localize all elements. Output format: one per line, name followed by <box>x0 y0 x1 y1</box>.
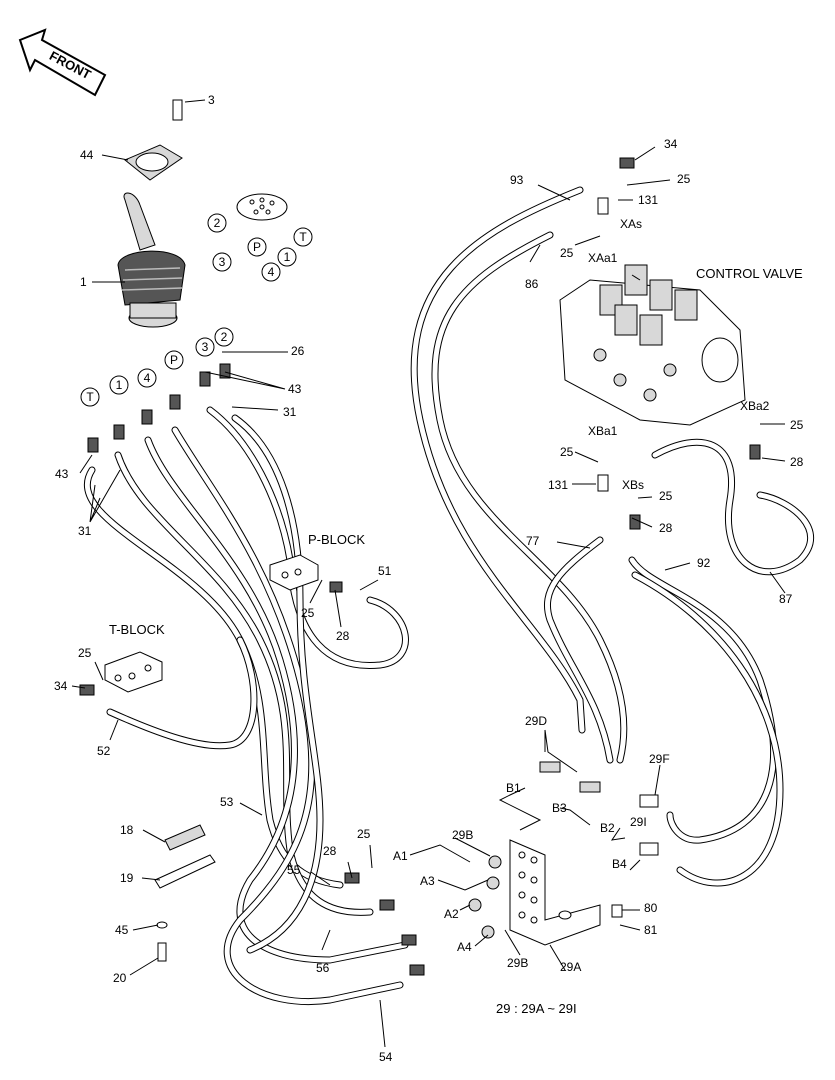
leader-lines <box>71 99 786 1048</box>
port-label-xba1: XBa1 <box>588 424 618 438</box>
callout-43-left: 43 <box>55 467 69 481</box>
port-label-b2: B2 <box>600 821 615 835</box>
port-label-a2: A2 <box>444 907 459 921</box>
callout-29d: 29D <box>525 714 547 728</box>
callout-29a: 29A <box>560 960 581 974</box>
joystick-assembly-icon <box>117 99 186 328</box>
callout-25-lower: 25 <box>357 827 371 841</box>
port-marker-t-top: T <box>299 230 307 244</box>
port-marker-4-mid: 4 <box>144 371 151 385</box>
t-block-icon <box>104 651 163 693</box>
callout-29f: 29F <box>649 752 670 766</box>
bracket-29a-icon <box>509 839 601 946</box>
clamp-icon <box>154 824 216 962</box>
port-marker-2-mid: 2 <box>221 330 228 344</box>
port-marker-2-top: 2 <box>214 216 221 230</box>
block-labels: CONTROL VALVE P-BLOCK T-BLOCK 29 : 29A ~… <box>109 266 803 1016</box>
callout-93: 93 <box>510 173 524 187</box>
callout-numbers: 3 44 1 26 43 31 43 31 25 28 51 25 34 52 … <box>54 93 804 1064</box>
callout-52: 52 <box>97 744 111 758</box>
callout-92: 92 <box>697 556 711 570</box>
callout-54: 54 <box>379 1050 393 1064</box>
callout-80: 80 <box>644 901 658 915</box>
callout-25-xba1: 25 <box>560 445 574 459</box>
port-label-xas: XAs <box>620 217 642 231</box>
footnote: 29 : 29A ~ 29I <box>496 1001 577 1016</box>
callout-44: 44 <box>80 148 94 162</box>
port-marker-t-mid: T <box>86 390 94 404</box>
p-block-label: P-BLOCK <box>308 532 365 547</box>
callout-25-pblock: 25 <box>301 606 315 620</box>
callout-26: 26 <box>291 344 305 358</box>
front-arrow-icon: FRONT <box>18 28 107 97</box>
circled-port-markers: 2 3 P 4 1 T 2 3 P 4 1 T <box>80 213 313 407</box>
port-label-b3: B3 <box>552 801 567 815</box>
callout-31-top: 31 <box>283 405 297 419</box>
callout-29b-top: 29B <box>452 828 473 842</box>
control-valve-label: CONTROL VALVE <box>696 266 803 281</box>
port-marker-1-top: 1 <box>284 250 291 264</box>
callout-81: 81 <box>644 923 658 937</box>
callout-77: 77 <box>526 534 540 548</box>
control-valve-icon <box>559 264 746 426</box>
callout-29i: 29I <box>630 815 647 829</box>
port-marker-p-mid: P <box>170 353 178 367</box>
callout-3: 3 <box>208 93 215 107</box>
callout-51: 51 <box>378 564 392 578</box>
port-marker-p-top: P <box>253 240 261 254</box>
port-label-a1: A1 <box>393 849 408 863</box>
port-label-xaa1: XAa1 <box>588 251 618 265</box>
callout-34-valve: 34 <box>664 137 678 151</box>
callout-86: 86 <box>525 277 539 291</box>
callout-28-lower: 28 <box>323 844 337 858</box>
callout-131-top: 131 <box>638 193 658 207</box>
callout-45: 45 <box>115 923 129 937</box>
port-marker-1-mid: 1 <box>116 378 123 392</box>
callout-131-bottom: 131 <box>548 478 568 492</box>
callout-25-tblock: 25 <box>78 646 92 660</box>
callout-25-xbs: 25 <box>659 489 673 503</box>
callout-19: 19 <box>120 871 134 885</box>
callout-55: 55 <box>287 863 301 877</box>
callout-25-xaa1: 25 <box>560 246 574 260</box>
port-label-a3: A3 <box>420 874 435 888</box>
callout-31-left: 31 <box>78 524 92 538</box>
port-label-xbs: XBs <box>622 478 644 492</box>
callout-29b-bottom: 29B <box>507 956 528 970</box>
port-marker-4-top: 4 <box>268 265 275 279</box>
port-label-a4: A4 <box>457 940 472 954</box>
p-block-icon <box>269 554 319 591</box>
port-label-xba2: XBa2 <box>740 399 770 413</box>
fittings-icon <box>79 157 761 976</box>
callout-28-xbs: 28 <box>659 521 673 535</box>
callout-87: 87 <box>779 592 793 606</box>
callout-25-xba2: 25 <box>790 418 804 432</box>
port-label-b1: B1 <box>506 781 521 795</box>
port-marker-3-mid: 3 <box>202 340 209 354</box>
hose-group-valve <box>410 186 815 887</box>
callout-18: 18 <box>120 823 134 837</box>
port-marker-3-top: 3 <box>219 255 226 269</box>
callout-25-valve-top: 25 <box>677 172 691 186</box>
hose-group-pilot <box>83 406 409 1005</box>
port-labels: XAs XAa1 XBa1 XBs XBa2 A1 A3 A2 A4 B1 B3… <box>393 217 770 954</box>
port-plate-icon <box>236 193 288 221</box>
t-block-label: T-BLOCK <box>109 622 165 637</box>
port-label-b4: B4 <box>612 857 627 871</box>
callout-20: 20 <box>113 971 127 985</box>
callout-43-top: 43 <box>288 382 302 396</box>
callout-28-pblock: 28 <box>336 629 350 643</box>
callout-53: 53 <box>220 795 234 809</box>
callout-56: 56 <box>316 961 330 975</box>
callout-1: 1 <box>80 275 87 289</box>
callout-28-xba2: 28 <box>790 455 804 469</box>
callout-34-tblock: 34 <box>54 679 68 693</box>
